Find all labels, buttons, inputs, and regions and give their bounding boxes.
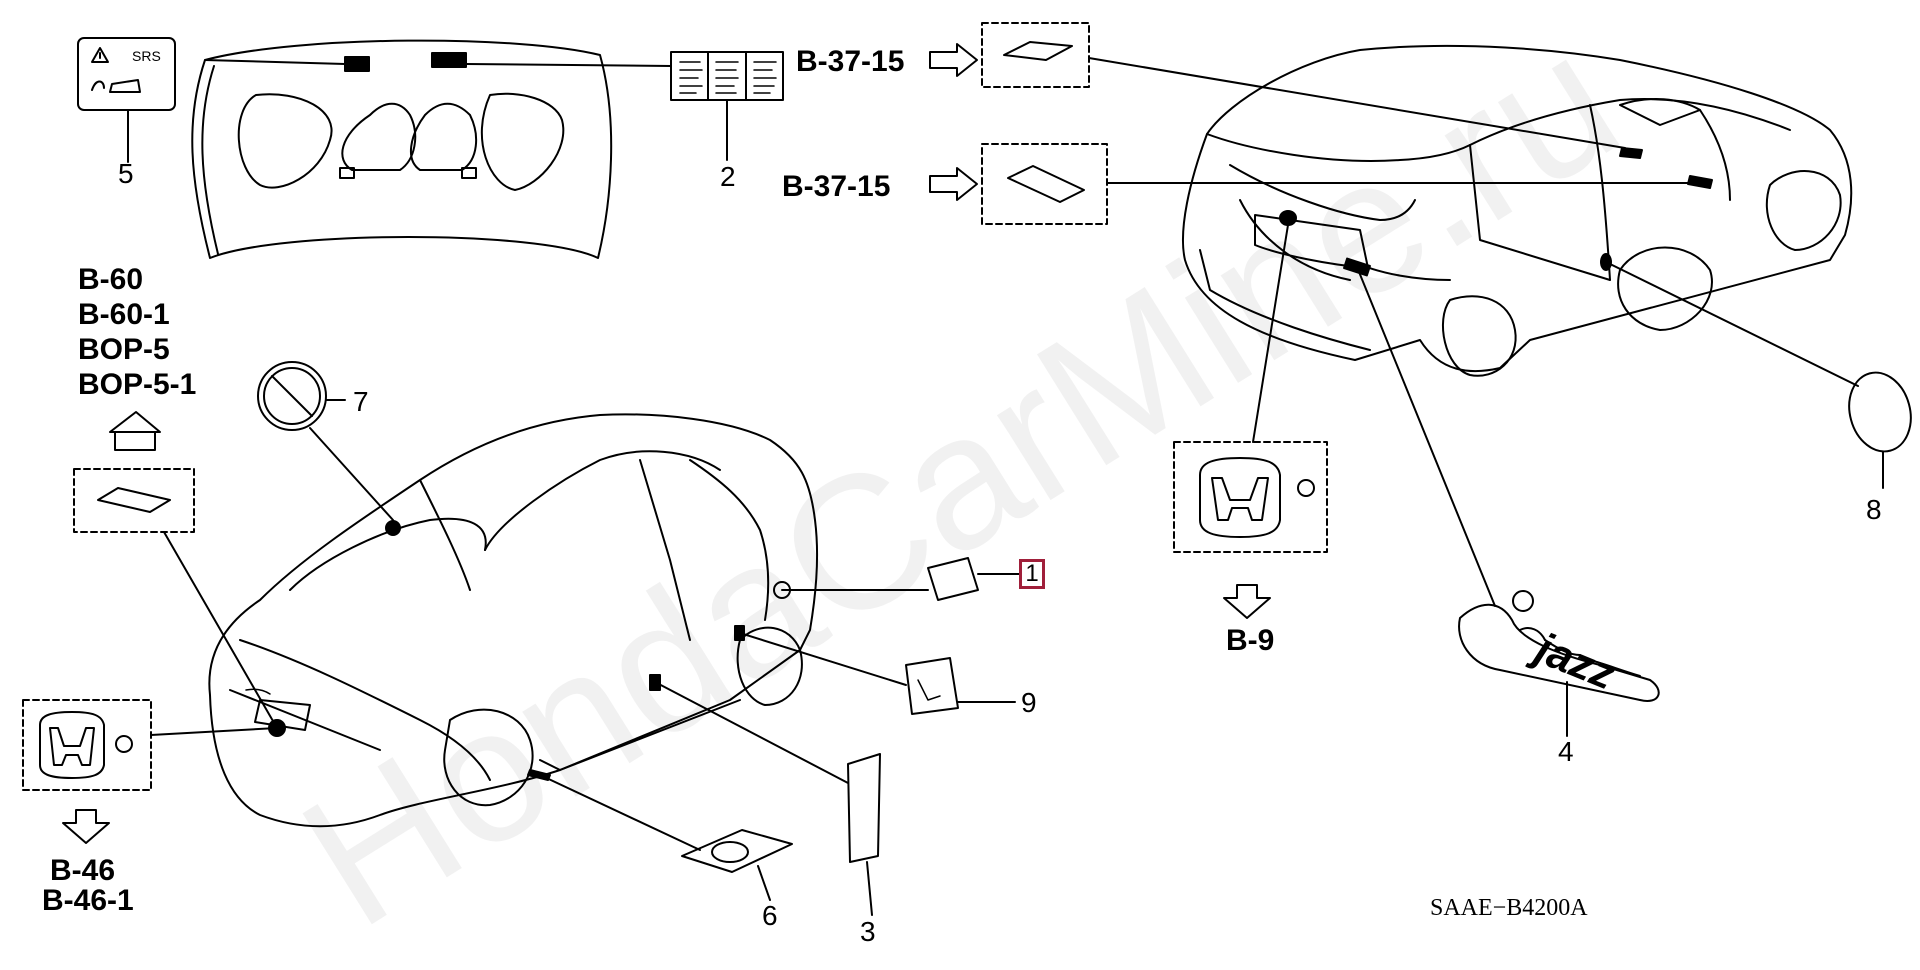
door-label-part	[654, 681, 881, 916]
front-car-view	[208, 413, 819, 828]
part-number-9: 9	[1021, 687, 1037, 718]
emblem-ref-list: B-46 B-46-1	[42, 856, 134, 916]
part-number-4: 4	[1558, 736, 1574, 767]
part-number-3: 3	[860, 916, 876, 947]
round-sticker-part	[1605, 261, 1912, 489]
ref-box-b9	[1173, 224, 1328, 619]
part-number-6: 6	[762, 900, 778, 931]
rear-car-view	[1182, 44, 1853, 377]
hood-panel	[191, 39, 613, 259]
front-ref-list: B-60 B-60-1 BOP-5 BOP-5-1	[78, 262, 196, 402]
caution-label-part	[465, 51, 784, 161]
diagram-code: SAAE−B4200A	[1430, 895, 1588, 921]
ref-box-b37-top	[929, 22, 1090, 88]
tire-pressure-label-part	[739, 632, 1016, 715]
ref-bop5[interactable]: BOP-5	[78, 333, 170, 366]
ref-b37-15-mid[interactable]: B-37-15	[782, 170, 891, 203]
part-number-1-highlighted[interactable]: 1	[1019, 559, 1045, 589]
part-number-2: 2	[720, 161, 736, 192]
srs-text: SRS	[132, 48, 161, 64]
ref-b46-1[interactable]: B-46-1	[42, 884, 134, 917]
step-plate-label-part	[537, 773, 793, 901]
ref-b37-15-top[interactable]: B-37-15	[796, 45, 905, 78]
no-smoking-sticker-part	[257, 361, 394, 521]
ref-box-b37-mid	[929, 143, 1108, 225]
part-number-5: 5	[118, 158, 134, 189]
jazz-emblem-part	[1356, 266, 1660, 737]
ref-b60[interactable]: B-60	[78, 263, 144, 296]
ref-b60-1[interactable]: B-60-1	[78, 298, 170, 331]
ref-b46[interactable]: B-46	[50, 854, 116, 887]
part-number-8: 8	[1866, 494, 1882, 525]
part-number-7: 7	[353, 386, 369, 417]
srs-label-part	[77, 37, 346, 163]
ref-bop5-1[interactable]: BOP-5-1	[78, 368, 197, 401]
fuel-label-part	[781, 557, 1020, 601]
ref-box-b46	[22, 699, 278, 844]
ref-box-front	[73, 411, 278, 729]
ref-b9[interactable]: B-9	[1226, 624, 1275, 657]
